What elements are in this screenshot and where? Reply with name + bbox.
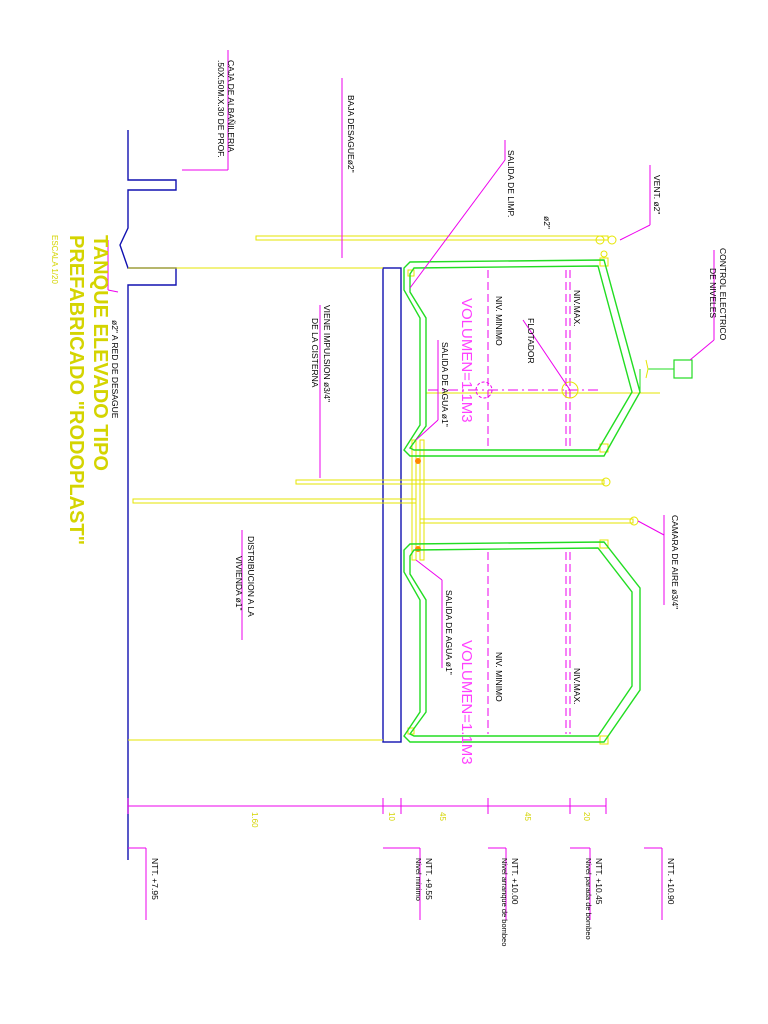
valve-icon xyxy=(415,458,421,464)
ntt-3-desc: Nivel arranque de bombeo xyxy=(500,858,509,946)
label-control-2: DE NIVELES xyxy=(708,268,718,318)
label-distrib-1: DISTRIBUCION A LA xyxy=(246,536,256,617)
float-icon xyxy=(475,381,493,399)
label-viene-2: DE LA CISTERNA xyxy=(310,318,320,388)
label-control-1: CONTROL ELECTRICO xyxy=(718,248,728,341)
label-nivmin-2: NIV. MINIMO xyxy=(494,652,504,702)
level-markers: NTT. +7.95 NTT. +9.55 Nivel minimo NTT. … xyxy=(150,858,676,946)
ntt-4-desc: Nivel parada de bombeo xyxy=(584,858,593,940)
tank-2 xyxy=(403,541,641,743)
label-camara-aire: CAMARA DE AIRE ø3/4" xyxy=(670,515,680,609)
support-slab xyxy=(382,267,402,743)
dim-1: 1.60 xyxy=(250,812,259,828)
ntt-2-desc: Nivel minimo xyxy=(414,858,423,901)
leaders xyxy=(107,50,715,920)
label-salida-agua-1: SALIDA DE AGUA ø1" xyxy=(440,342,450,427)
label-flotador: FLOTADOR xyxy=(526,318,536,364)
label-nivmax-1: NIV.MAX. xyxy=(572,290,582,327)
label-nivmax-2: NIV.MAX. xyxy=(572,668,582,705)
ntt-5: NTT. +10.90 xyxy=(666,858,676,905)
label-salida-agua-2: SALIDA DE AGUA ø1" xyxy=(444,590,454,675)
ntt-2: NTT. +9.55 xyxy=(424,858,434,900)
ntt-1: NTT. +7.95 xyxy=(150,858,160,900)
label-viene-1: VIENE IMPULSION ø3/4" xyxy=(322,305,332,402)
title-line-2: PREFABRICADO "RODOPLAST" xyxy=(65,235,87,545)
label-red-desague: ø2" A RED DE DESAGUE xyxy=(110,320,120,419)
label-salida-limp: SALIDA DE LIMP. xyxy=(506,150,516,217)
tank-1 xyxy=(403,259,641,457)
scale-label: ESCALA 1/20 xyxy=(50,235,59,284)
levels xyxy=(428,270,600,734)
label-volume-1: VOLUMEN=1.1M3 xyxy=(458,298,475,423)
label-caja: CAJA DE ALBAÑILERIA xyxy=(226,60,236,152)
label-distrib-2: VIVIENDA ø1" xyxy=(234,556,244,611)
dim-5: 20 xyxy=(582,812,591,821)
dim-3: 45 xyxy=(438,812,447,821)
dimension-labels: 1.60 10 45 45 20 xyxy=(250,812,591,828)
float-icon xyxy=(561,381,579,399)
label-diam-2: ø2" xyxy=(542,216,552,229)
valve-icon xyxy=(415,546,421,552)
label-vent: VENT. ø2" xyxy=(652,175,662,214)
label-caja-2: .50X.50M.X.30 DE PROF. xyxy=(216,60,226,158)
title-block: TANQUE ELEVADO TIPO PREFABRICADO "RODOPL… xyxy=(50,235,111,545)
ntt-3: NTT. +10.00 xyxy=(510,858,520,905)
label-baja: BAJA DESAGUEø2" xyxy=(346,95,356,173)
label-volume-2: VOLUMEN=1.1M3 xyxy=(458,640,475,765)
annotations: CAJA DE ALBAÑILERIA .50X.50M.X.30 DE PRO… xyxy=(110,60,728,765)
structure xyxy=(119,130,402,860)
dim-4: 45 xyxy=(523,812,532,821)
title-line-1: TANQUE ELEVADO TIPO xyxy=(89,235,111,471)
ntt-4: NTT. +10.45 xyxy=(594,858,604,905)
pipes xyxy=(128,235,660,745)
dim-2: 10 xyxy=(387,812,396,821)
label-nivmin-1: NIV. MINIMO xyxy=(494,296,504,346)
level-controller xyxy=(639,359,693,392)
